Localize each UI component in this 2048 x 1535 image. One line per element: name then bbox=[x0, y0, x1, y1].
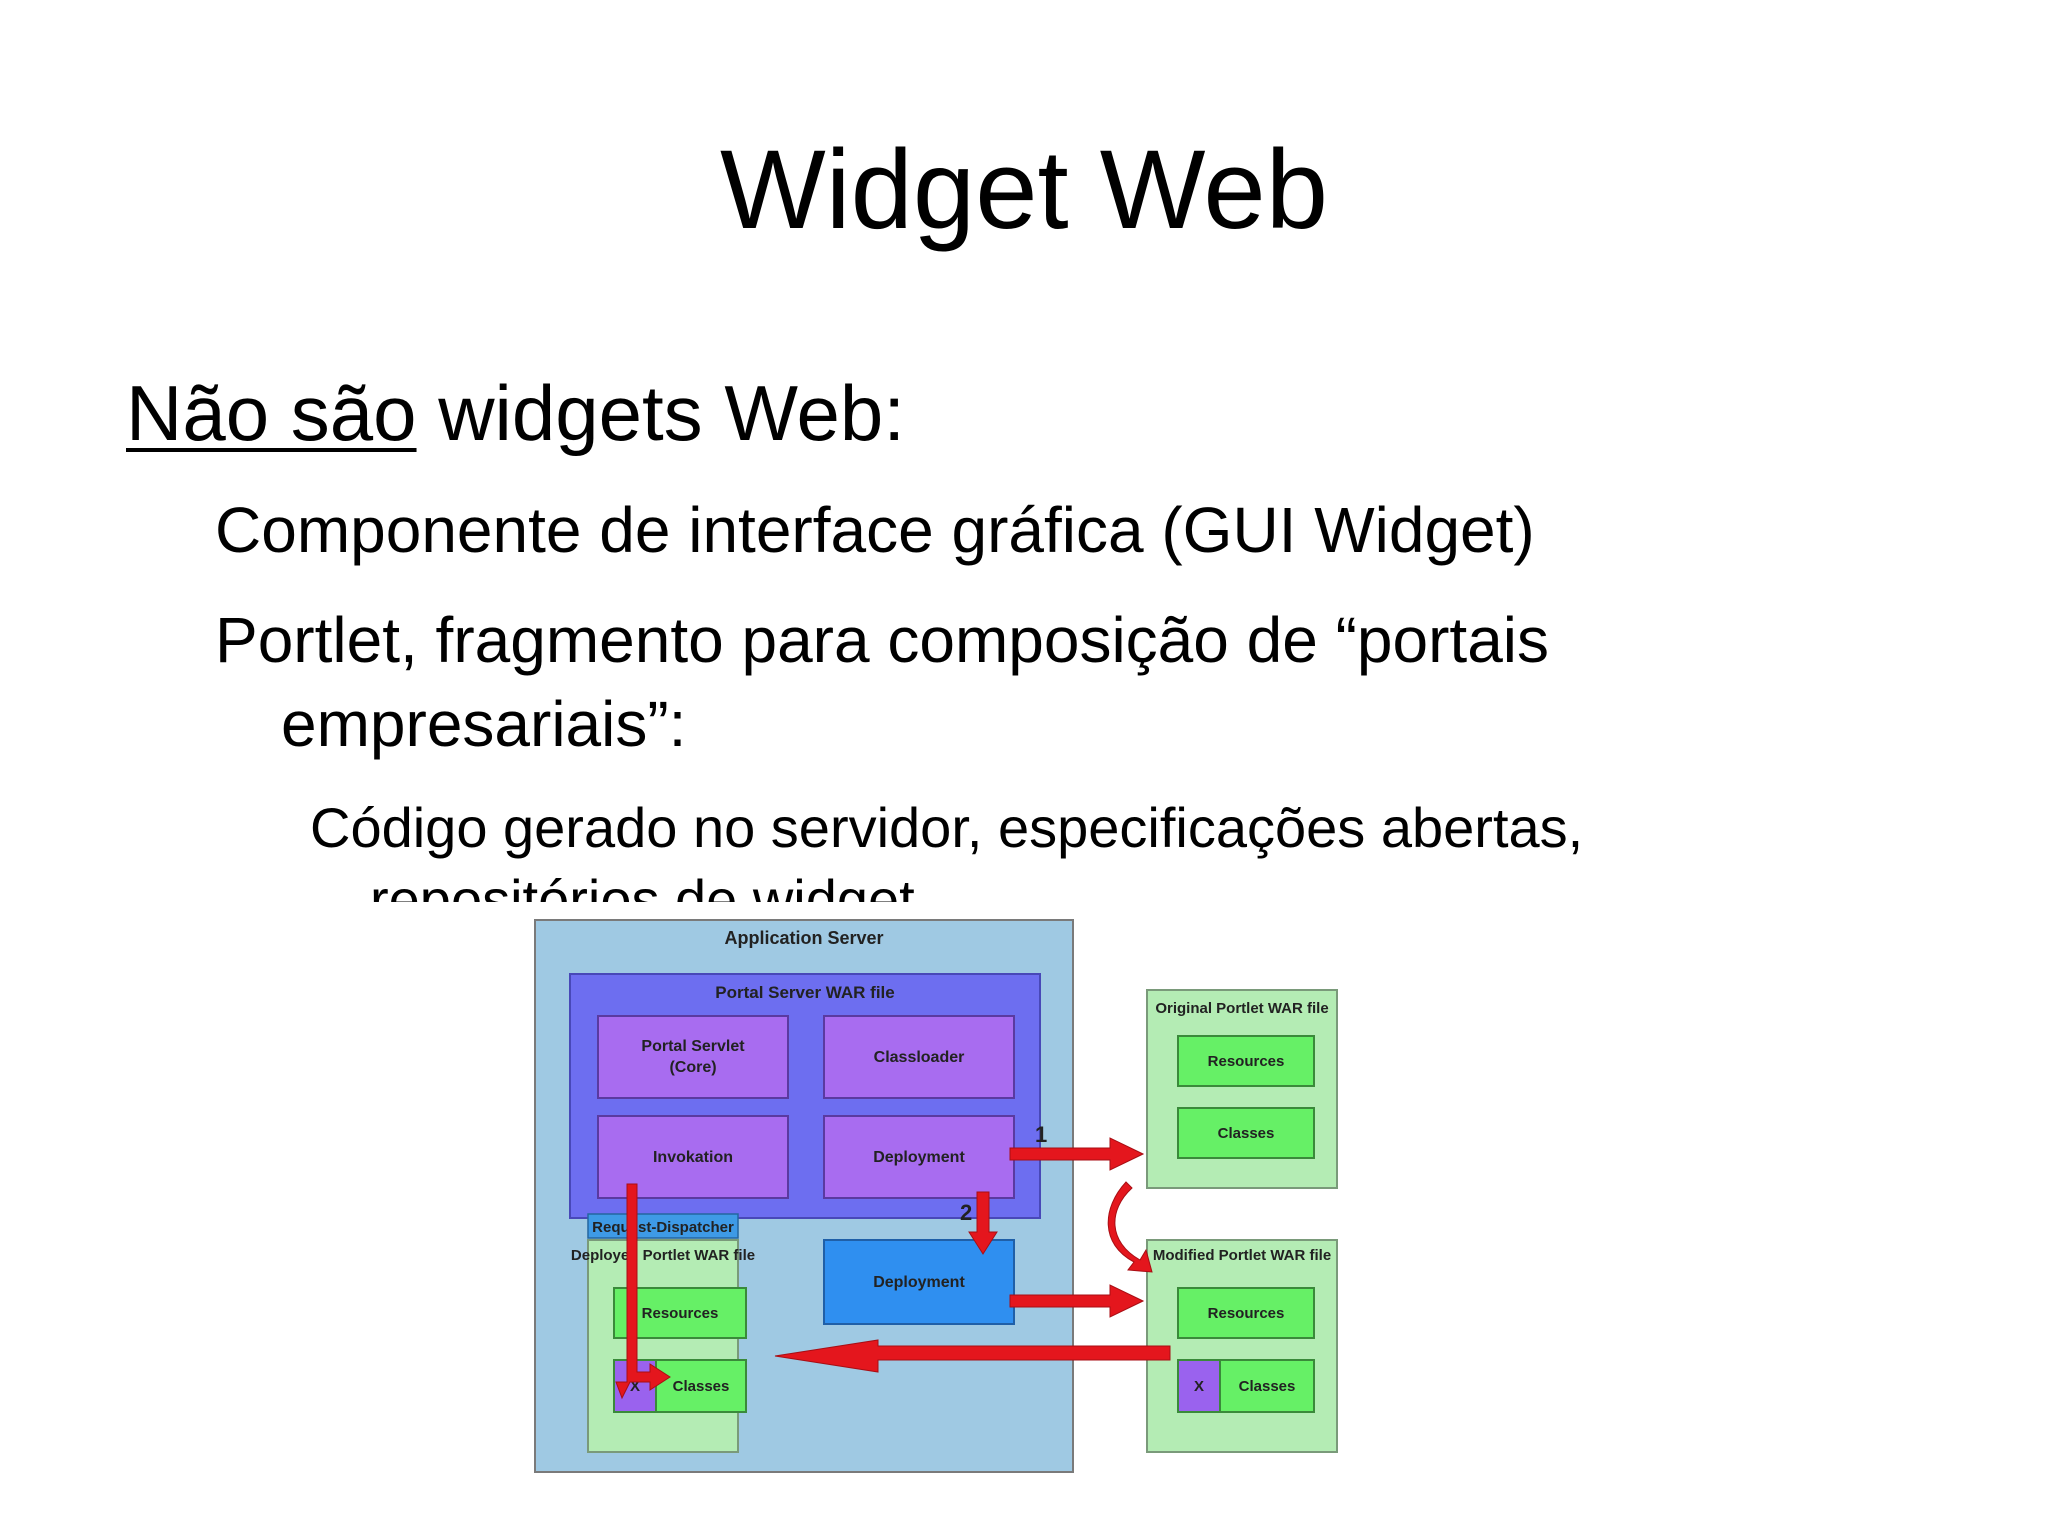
bullet-gui-widget: Componente de interface gráfica (GUI Wid… bbox=[215, 494, 1535, 566]
arrow-deploy-to-original bbox=[1009, 1137, 1145, 1171]
modified-portlet-war-label: Modified Portlet WAR file bbox=[1153, 1247, 1331, 1264]
step-2-label: 2 bbox=[960, 1200, 972, 1225]
modified-portlet-war-box bbox=[1146, 1239, 1338, 1453]
intro-underlined: Não são bbox=[126, 369, 417, 457]
original-resources-label: Resources bbox=[1208, 1053, 1285, 1070]
request-dispatcher-label: Request-Dispatcher bbox=[592, 1219, 734, 1236]
deployed-portlet-war-box bbox=[587, 1239, 739, 1453]
deployed-classes-box bbox=[655, 1359, 747, 1413]
portal-servlet-label: Portal Servlet bbox=[641, 1038, 745, 1055]
original-classes-label: Classes bbox=[1218, 1125, 1275, 1142]
classloader-label: Classloader bbox=[874, 1049, 965, 1066]
sub-bullet: Código gerado no servidor, especificaçõe… bbox=[310, 796, 1584, 902]
arrow-deployment-down bbox=[968, 1191, 998, 1255]
modified-x-label: X bbox=[1194, 1378, 1204, 1395]
original-classes-box bbox=[1177, 1107, 1315, 1159]
intro-rest: widgets Web: bbox=[416, 369, 905, 457]
modified-classes-label: Classes bbox=[1239, 1378, 1296, 1395]
deployed-resources-label: Resources bbox=[642, 1305, 719, 1322]
arrow-original-to-modified bbox=[1107, 1181, 1153, 1273]
modified-classes-box bbox=[1219, 1359, 1315, 1413]
deployed-portlet-war-label: Deployed Portlet WAR file bbox=[571, 1247, 755, 1264]
modified-x-box bbox=[1177, 1359, 1221, 1413]
portal-servlet-box bbox=[597, 1015, 789, 1099]
deployment-lower-box bbox=[823, 1239, 1015, 1325]
modified-resources-box bbox=[1177, 1287, 1315, 1339]
deployment-lower-label: Deployment bbox=[873, 1274, 965, 1291]
portal-servlet-core-label: (Core) bbox=[669, 1059, 716, 1076]
modified-resources-label: Resources bbox=[1208, 1305, 1285, 1322]
intro-line: Não são widgets Web: bbox=[126, 368, 905, 458]
deployed-x-label: X bbox=[630, 1378, 640, 1395]
request-dispatcher-box bbox=[587, 1213, 739, 1239]
original-portlet-war-label: Original Portlet WAR file bbox=[1155, 1000, 1328, 1017]
invokation-label: Invokation bbox=[653, 1149, 733, 1166]
classloader-box bbox=[823, 1015, 1015, 1099]
portal-server-war-label: Portal Server WAR file bbox=[715, 983, 895, 1002]
portlet-deployment-diagram: Application Server Portal Server WAR fil… bbox=[534, 919, 1338, 1473]
application-server-label: Application Server bbox=[724, 928, 883, 948]
step-1-label: 1 bbox=[1035, 1122, 1047, 1147]
deployment-box bbox=[823, 1115, 1015, 1199]
deployment-label: Deployment bbox=[873, 1149, 965, 1166]
arrow-deploy-to-modified bbox=[1009, 1284, 1145, 1318]
arrow-invokation-to-classes bbox=[615, 1183, 671, 1400]
deployed-classes-label: Classes bbox=[673, 1378, 730, 1395]
slide-title: Widget Web bbox=[720, 127, 1328, 252]
original-resources-box bbox=[1177, 1035, 1315, 1087]
arrow-modified-classes-to-deployed bbox=[774, 1339, 1171, 1373]
bullet-portlet: Portlet, fragmento para composição de “p… bbox=[215, 604, 1549, 760]
